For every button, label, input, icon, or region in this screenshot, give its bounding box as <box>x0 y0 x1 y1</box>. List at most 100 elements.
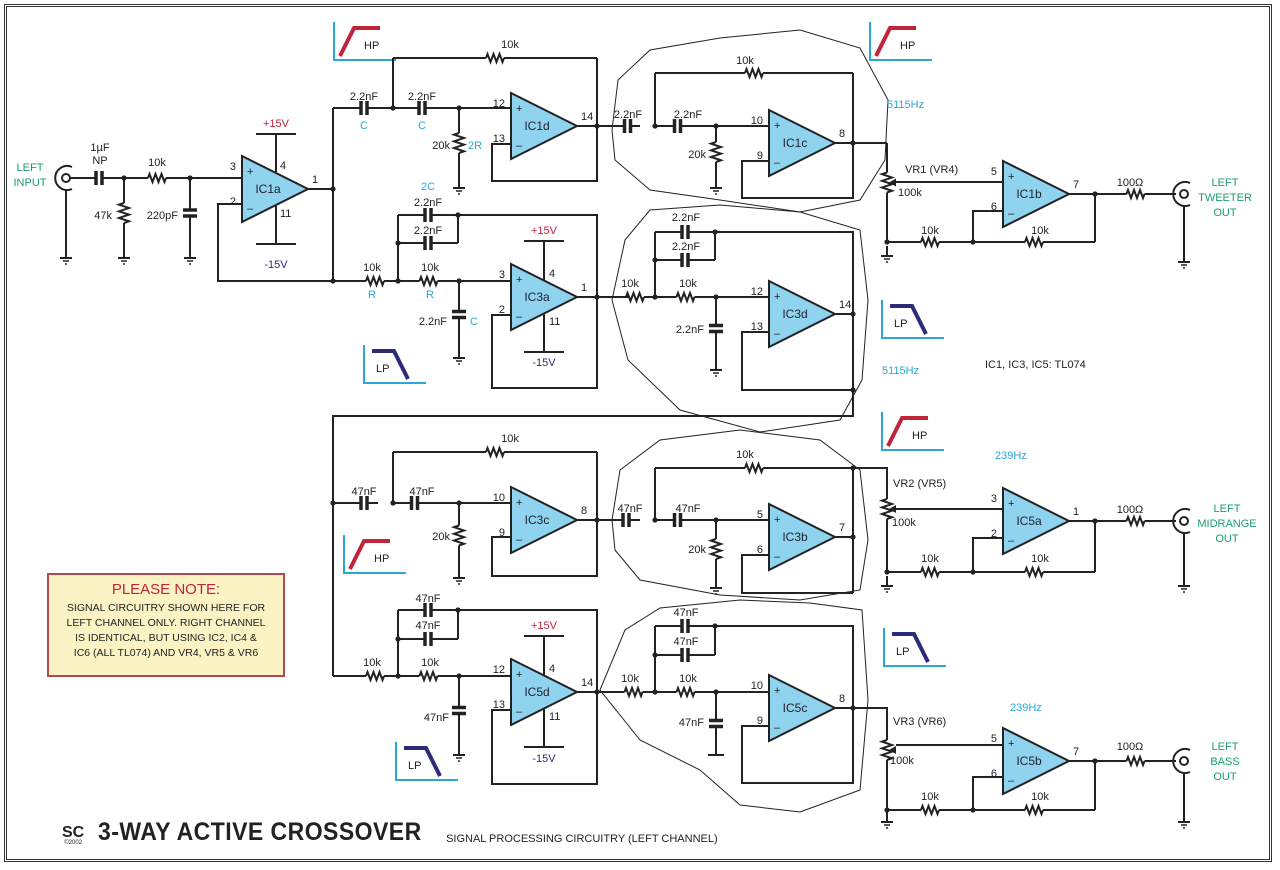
supply-label: +15V <box>531 620 558 632</box>
lp-curve-icon <box>892 632 930 663</box>
pin-number: 7 <box>839 522 845 534</box>
wire <box>972 776 1003 810</box>
opamp-ic3a: IC3a+– <box>510 262 580 332</box>
pin-number: 3 <box>991 493 997 505</box>
plus-sign: + <box>1008 171 1014 183</box>
res-value: 10k <box>921 553 939 565</box>
resistor-symbol <box>115 202 133 224</box>
pin-number: 10 <box>751 115 763 127</box>
wire <box>332 390 854 676</box>
input-label: LEFT <box>17 162 44 174</box>
opamp-triangle <box>241 154 311 224</box>
lowpass-badge: LP <box>881 300 944 339</box>
res-value: 10k <box>621 673 639 685</box>
note-line: LEFT CHANNEL ONLY. RIGHT CHANNEL <box>66 617 266 629</box>
minus-sign: – <box>247 203 254 215</box>
frequency-label: 239Hz <box>995 450 1027 462</box>
wire <box>491 520 598 577</box>
output-label: MIDRANGE <box>1197 518 1256 530</box>
resistor-symbol <box>1125 514 1146 528</box>
opamp-label: IC3c <box>525 513 550 527</box>
pin-number: 5 <box>757 509 763 521</box>
badge-axis <box>881 300 944 339</box>
opamp-label: IC5b <box>1016 754 1042 768</box>
resistor-symbol <box>878 498 896 520</box>
minus-sign: – <box>774 722 781 734</box>
resistor-symbol <box>744 461 764 475</box>
opamp-label: IC3b <box>782 530 808 544</box>
junction-dot <box>850 534 856 540</box>
pin-number: 3 <box>230 161 236 173</box>
resistor-symbol <box>744 66 764 80</box>
resistor-symbol <box>450 132 468 154</box>
resistor-symbol <box>623 685 644 699</box>
pot-wiper <box>889 746 896 754</box>
opamp-label: IC1a <box>255 182 281 196</box>
lp-curve-icon <box>372 349 410 380</box>
hp-curve-icon <box>348 539 390 570</box>
resistor-symbol <box>365 669 385 683</box>
pin-number: 8 <box>581 505 587 517</box>
junction-dot <box>850 140 856 146</box>
pin-number: 9 <box>757 715 763 727</box>
badge-axis <box>343 535 406 574</box>
circled-section <box>611 429 869 601</box>
lowpass-badge: LP <box>883 628 946 667</box>
wire <box>715 625 854 708</box>
pin-number: 2 <box>230 196 236 208</box>
resistor-symbol <box>418 669 439 683</box>
opamp-triangle <box>768 673 838 743</box>
cap-value: 2.2nF <box>672 241 700 253</box>
pin-number: 14 <box>581 111 593 123</box>
opamp-triangle <box>1002 159 1072 229</box>
note-line: IC6 (ALL TL074) AND VR4, VR5 & VR6 <box>73 647 259 659</box>
res-value: 10k <box>148 157 166 169</box>
res-value: 10k <box>621 278 639 290</box>
opamp-triangle <box>768 502 838 572</box>
pin-number: 9 <box>499 527 505 539</box>
cap-value: 2.2nF <box>414 225 442 237</box>
pin-number: 12 <box>751 286 763 298</box>
cap-value: 2.2nF <box>414 197 442 209</box>
pin-number: 10 <box>751 680 763 692</box>
output-label: LEFT <box>1212 741 1239 753</box>
lowpass-badge: LP <box>363 345 426 384</box>
pin-number: 2 <box>499 304 505 316</box>
opamp-label: IC5c <box>783 701 808 715</box>
opamp-ic1c: IC1c+– <box>768 108 838 178</box>
badge-label: HP <box>912 430 927 442</box>
output-label: OUT <box>1215 533 1239 545</box>
jack-outer <box>1172 508 1191 534</box>
opamp-label: IC1b <box>1016 187 1042 201</box>
res-value: 10k <box>363 262 381 274</box>
res-value: 10k <box>1031 553 1049 565</box>
opamp-label: IC1d <box>524 119 549 133</box>
badge-axis <box>395 742 458 781</box>
vr-value: 100k <box>892 517 916 529</box>
pin-number: 8 <box>839 128 845 140</box>
opamp-ic5c: IC5c+– <box>768 673 838 743</box>
badge-label: HP <box>364 40 379 52</box>
cap-value: 47nF <box>673 607 698 619</box>
component-symbol: C <box>470 316 478 328</box>
hp-curve-icon <box>338 26 380 57</box>
opamp-label: IC5a <box>1016 514 1042 528</box>
badge-label: HP <box>374 553 389 565</box>
plus-sign: + <box>1008 738 1014 750</box>
logo-text: SC <box>62 824 85 841</box>
wire <box>835 707 888 730</box>
wire <box>741 143 854 199</box>
cap-value: 47nF <box>673 636 698 648</box>
resistor-symbol <box>450 524 468 547</box>
resistor-symbol <box>625 290 645 304</box>
output-label: BASS <box>1210 756 1239 768</box>
badge-label: HP <box>900 40 915 52</box>
plus-sign: + <box>516 103 522 115</box>
resistor-symbol <box>418 274 439 288</box>
wire <box>741 708 854 784</box>
badge-axis <box>869 22 932 61</box>
plus-sign: + <box>516 497 522 509</box>
circled-section <box>611 204 869 433</box>
component-symbol: R <box>426 289 434 301</box>
